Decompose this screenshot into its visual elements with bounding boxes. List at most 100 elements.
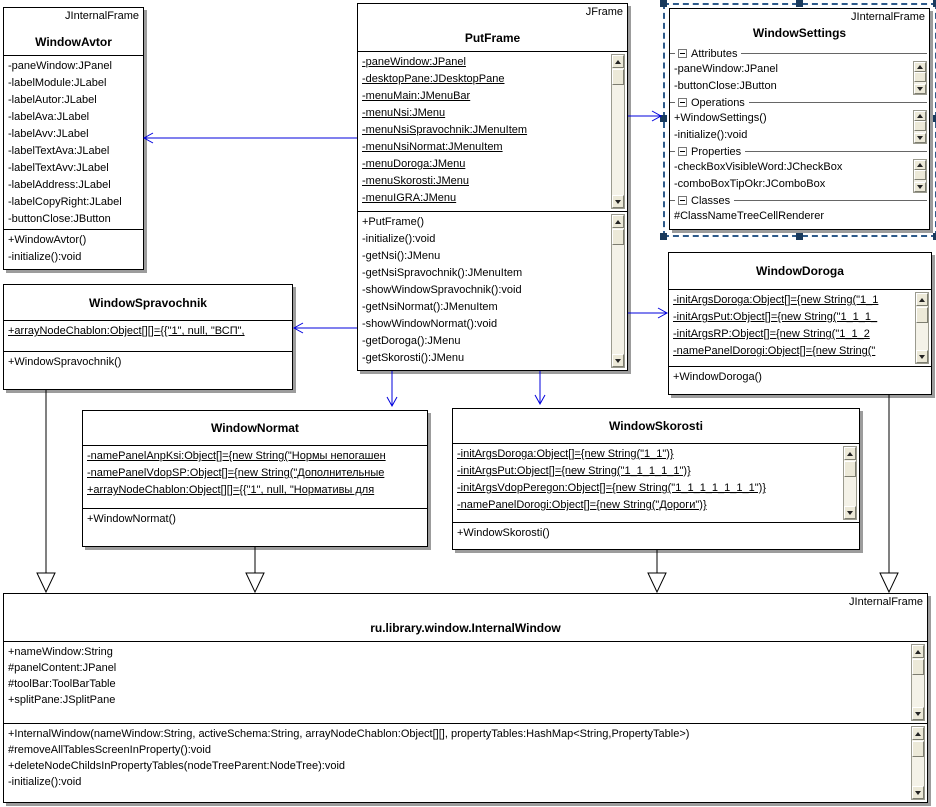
vertical-scrollbar[interactable] xyxy=(913,159,927,193)
member-row[interactable]: +WindowSkorosti() xyxy=(457,527,550,539)
scroll-down-button[interactable] xyxy=(912,786,924,799)
member-row[interactable]: +nameWindow:String xyxy=(8,646,113,658)
scroll-track[interactable] xyxy=(844,477,856,506)
member-row[interactable]: -initialize():void xyxy=(8,776,82,788)
member-row[interactable]: -comboBoxTipOkr:JComboBox xyxy=(674,178,826,190)
scroll-thumb[interactable] xyxy=(914,72,926,82)
member-row[interactable]: -menuNsiSpravochnik:JMenuItem xyxy=(362,124,528,136)
member-row[interactable]: #ClassNameTreeCellRenderer xyxy=(674,210,824,222)
scroll-up-button[interactable] xyxy=(914,111,926,121)
member-row[interactable]: -namePanelDorogi:Object[]={new String(" xyxy=(673,345,876,357)
scroll-up-button[interactable] xyxy=(912,645,924,658)
member-row[interactable]: -getNsiNormat():JMenuItem xyxy=(362,301,498,313)
vertical-scrollbar[interactable] xyxy=(911,644,925,721)
member-row[interactable]: -showWindowNormat():void xyxy=(362,318,498,330)
member-row[interactable]: -menuSkorosti:JMenu xyxy=(362,175,469,187)
member-row[interactable]: +WindowAvtor() xyxy=(8,234,87,246)
member-row[interactable]: -initialize():void xyxy=(674,129,748,141)
member-row[interactable]: -labelTextAva:JLabel xyxy=(8,145,110,157)
scroll-up-button[interactable] xyxy=(912,727,924,740)
member-row[interactable]: -labelCopyRight:JLabel xyxy=(8,196,122,208)
member-row[interactable]: -menuNsi:JMenu xyxy=(362,107,446,119)
scroll-down-button[interactable] xyxy=(914,84,926,94)
selection-handle-mr[interactable] xyxy=(933,115,936,122)
scroll-track[interactable] xyxy=(912,675,924,707)
vertical-scrollbar[interactable] xyxy=(911,726,925,800)
selection-handle-bm[interactable] xyxy=(795,233,803,240)
member-row[interactable]: -initArgsPut:Object[]={new String("1_1_1… xyxy=(457,465,691,477)
scroll-up-button[interactable] xyxy=(914,160,926,170)
member-row[interactable]: -labelAutor:JLabel xyxy=(8,94,97,106)
member-row[interactable]: -namePanelVdopSP:Object[]={new String("Д… xyxy=(87,467,385,479)
scroll-down-button[interactable] xyxy=(916,350,928,363)
vertical-scrollbar[interactable] xyxy=(611,54,625,209)
scroll-down-button[interactable] xyxy=(612,354,624,367)
selection-handle-tr[interactable] xyxy=(933,0,936,7)
member-row[interactable]: +PutFrame() xyxy=(362,216,425,228)
collapse-icon[interactable] xyxy=(678,196,687,205)
scroll-track[interactable] xyxy=(912,757,924,786)
member-row[interactable]: +WindowSpravochnik() xyxy=(8,356,122,368)
member-row[interactable]: -namePanelDorogi:Object[]={new String("Д… xyxy=(457,499,707,511)
selection-handle-ml[interactable] xyxy=(660,115,667,122)
member-row[interactable]: -paneWindow:JPanel xyxy=(8,60,112,72)
member-row[interactable]: -initArgsPut:Object[]={new String("1_1_1… xyxy=(673,311,878,323)
scroll-up-button[interactable] xyxy=(612,55,624,68)
scroll-thumb[interactable] xyxy=(612,69,624,85)
selection-handle-tl[interactable] xyxy=(660,0,667,7)
association-arrow-putframe-to-windownormat[interactable] xyxy=(386,371,398,408)
member-row[interactable]: -menuIGRA:JMenu xyxy=(362,192,457,204)
member-row[interactable]: +deleteNodeChildsInPropertyTables(nodeTr… xyxy=(8,760,346,772)
member-row[interactable]: -initArgsVdopPeregon:Object[]={new Strin… xyxy=(457,482,766,494)
member-row[interactable]: +WindowNormat() xyxy=(87,513,176,525)
generalization-windowdoroga-to-internalwindow[interactable] xyxy=(879,395,899,594)
scroll-thumb[interactable] xyxy=(916,307,928,323)
member-row[interactable]: #toolBar:ToolBarTable xyxy=(8,678,116,690)
collapse-icon[interactable] xyxy=(678,98,687,107)
scroll-thumb[interactable] xyxy=(914,121,926,131)
class-box-windownormat[interactable]: WindowNormat-namePanelAnpKsi:Object[]={n… xyxy=(82,410,428,547)
member-row[interactable]: -getNsiSpravochnik():JMenuItem xyxy=(362,267,523,279)
scroll-track[interactable] xyxy=(612,245,624,354)
scroll-thumb[interactable] xyxy=(912,659,924,675)
member-row[interactable]: -menuNsiNormat:JMenuItem xyxy=(362,141,503,153)
scroll-track[interactable] xyxy=(916,323,928,350)
member-row[interactable]: +arrayNodeChablon:Object[][]={{"1", null… xyxy=(8,325,245,337)
member-row[interactable]: -initialize():void xyxy=(362,233,436,245)
member-row[interactable]: -namePanelAnpKsi:Object[]={new String("Н… xyxy=(87,450,386,462)
member-row[interactable]: #panelContent:JPanel xyxy=(8,662,117,674)
scroll-down-button[interactable] xyxy=(612,195,624,208)
scroll-thumb[interactable] xyxy=(914,170,926,180)
member-row[interactable]: -labelTextAvv:JLabel xyxy=(8,162,109,174)
member-row[interactable]: -labelAvv:JLabel xyxy=(8,128,89,140)
class-box-windowspravochnik[interactable]: WindowSpravochnik+arrayNodeChablon:Objec… xyxy=(3,284,293,390)
class-box-windowskorosti[interactable]: WindowSkorosti-initArgsDoroga:Object[]={… xyxy=(452,408,860,550)
member-row[interactable]: -labelModule:JLabel xyxy=(8,77,107,89)
member-row[interactable]: -buttonClose:JButton xyxy=(8,213,111,225)
scroll-down-button[interactable] xyxy=(912,707,924,720)
scroll-thumb[interactable] xyxy=(844,461,856,477)
association-arrow-putframe-to-windowdoroga[interactable] xyxy=(628,307,669,319)
member-row[interactable]: -labelAddress:JLabel xyxy=(8,179,111,191)
member-row[interactable]: -labelAva:JLabel xyxy=(8,111,90,123)
scroll-down-button[interactable] xyxy=(844,506,856,519)
vertical-scrollbar[interactable] xyxy=(915,292,929,364)
member-row[interactable]: -checkBoxVisibleWord:JCheckBox xyxy=(674,161,843,173)
generalization-windowskorosti-to-internalwindow[interactable] xyxy=(647,550,667,594)
scroll-up-button[interactable] xyxy=(916,293,928,306)
generalization-windowspravochnik-to-internalwindow[interactable] xyxy=(36,390,56,594)
selection-handle-br[interactable] xyxy=(933,233,936,240)
member-row[interactable]: -initialize():void xyxy=(8,251,82,263)
association-arrow-putframe-to-windowavtor[interactable] xyxy=(142,132,357,144)
member-row[interactable]: -paneWindow:JPanel xyxy=(674,63,778,75)
vertical-scrollbar[interactable] xyxy=(611,214,625,368)
scroll-up-button[interactable] xyxy=(844,447,856,460)
scroll-down-button[interactable] xyxy=(914,182,926,192)
member-row[interactable]: +InternalWindow(nameWindow:String, activ… xyxy=(8,728,690,740)
generalization-windownormat-to-internalwindow[interactable] xyxy=(245,547,265,594)
vertical-scrollbar[interactable] xyxy=(843,446,857,520)
